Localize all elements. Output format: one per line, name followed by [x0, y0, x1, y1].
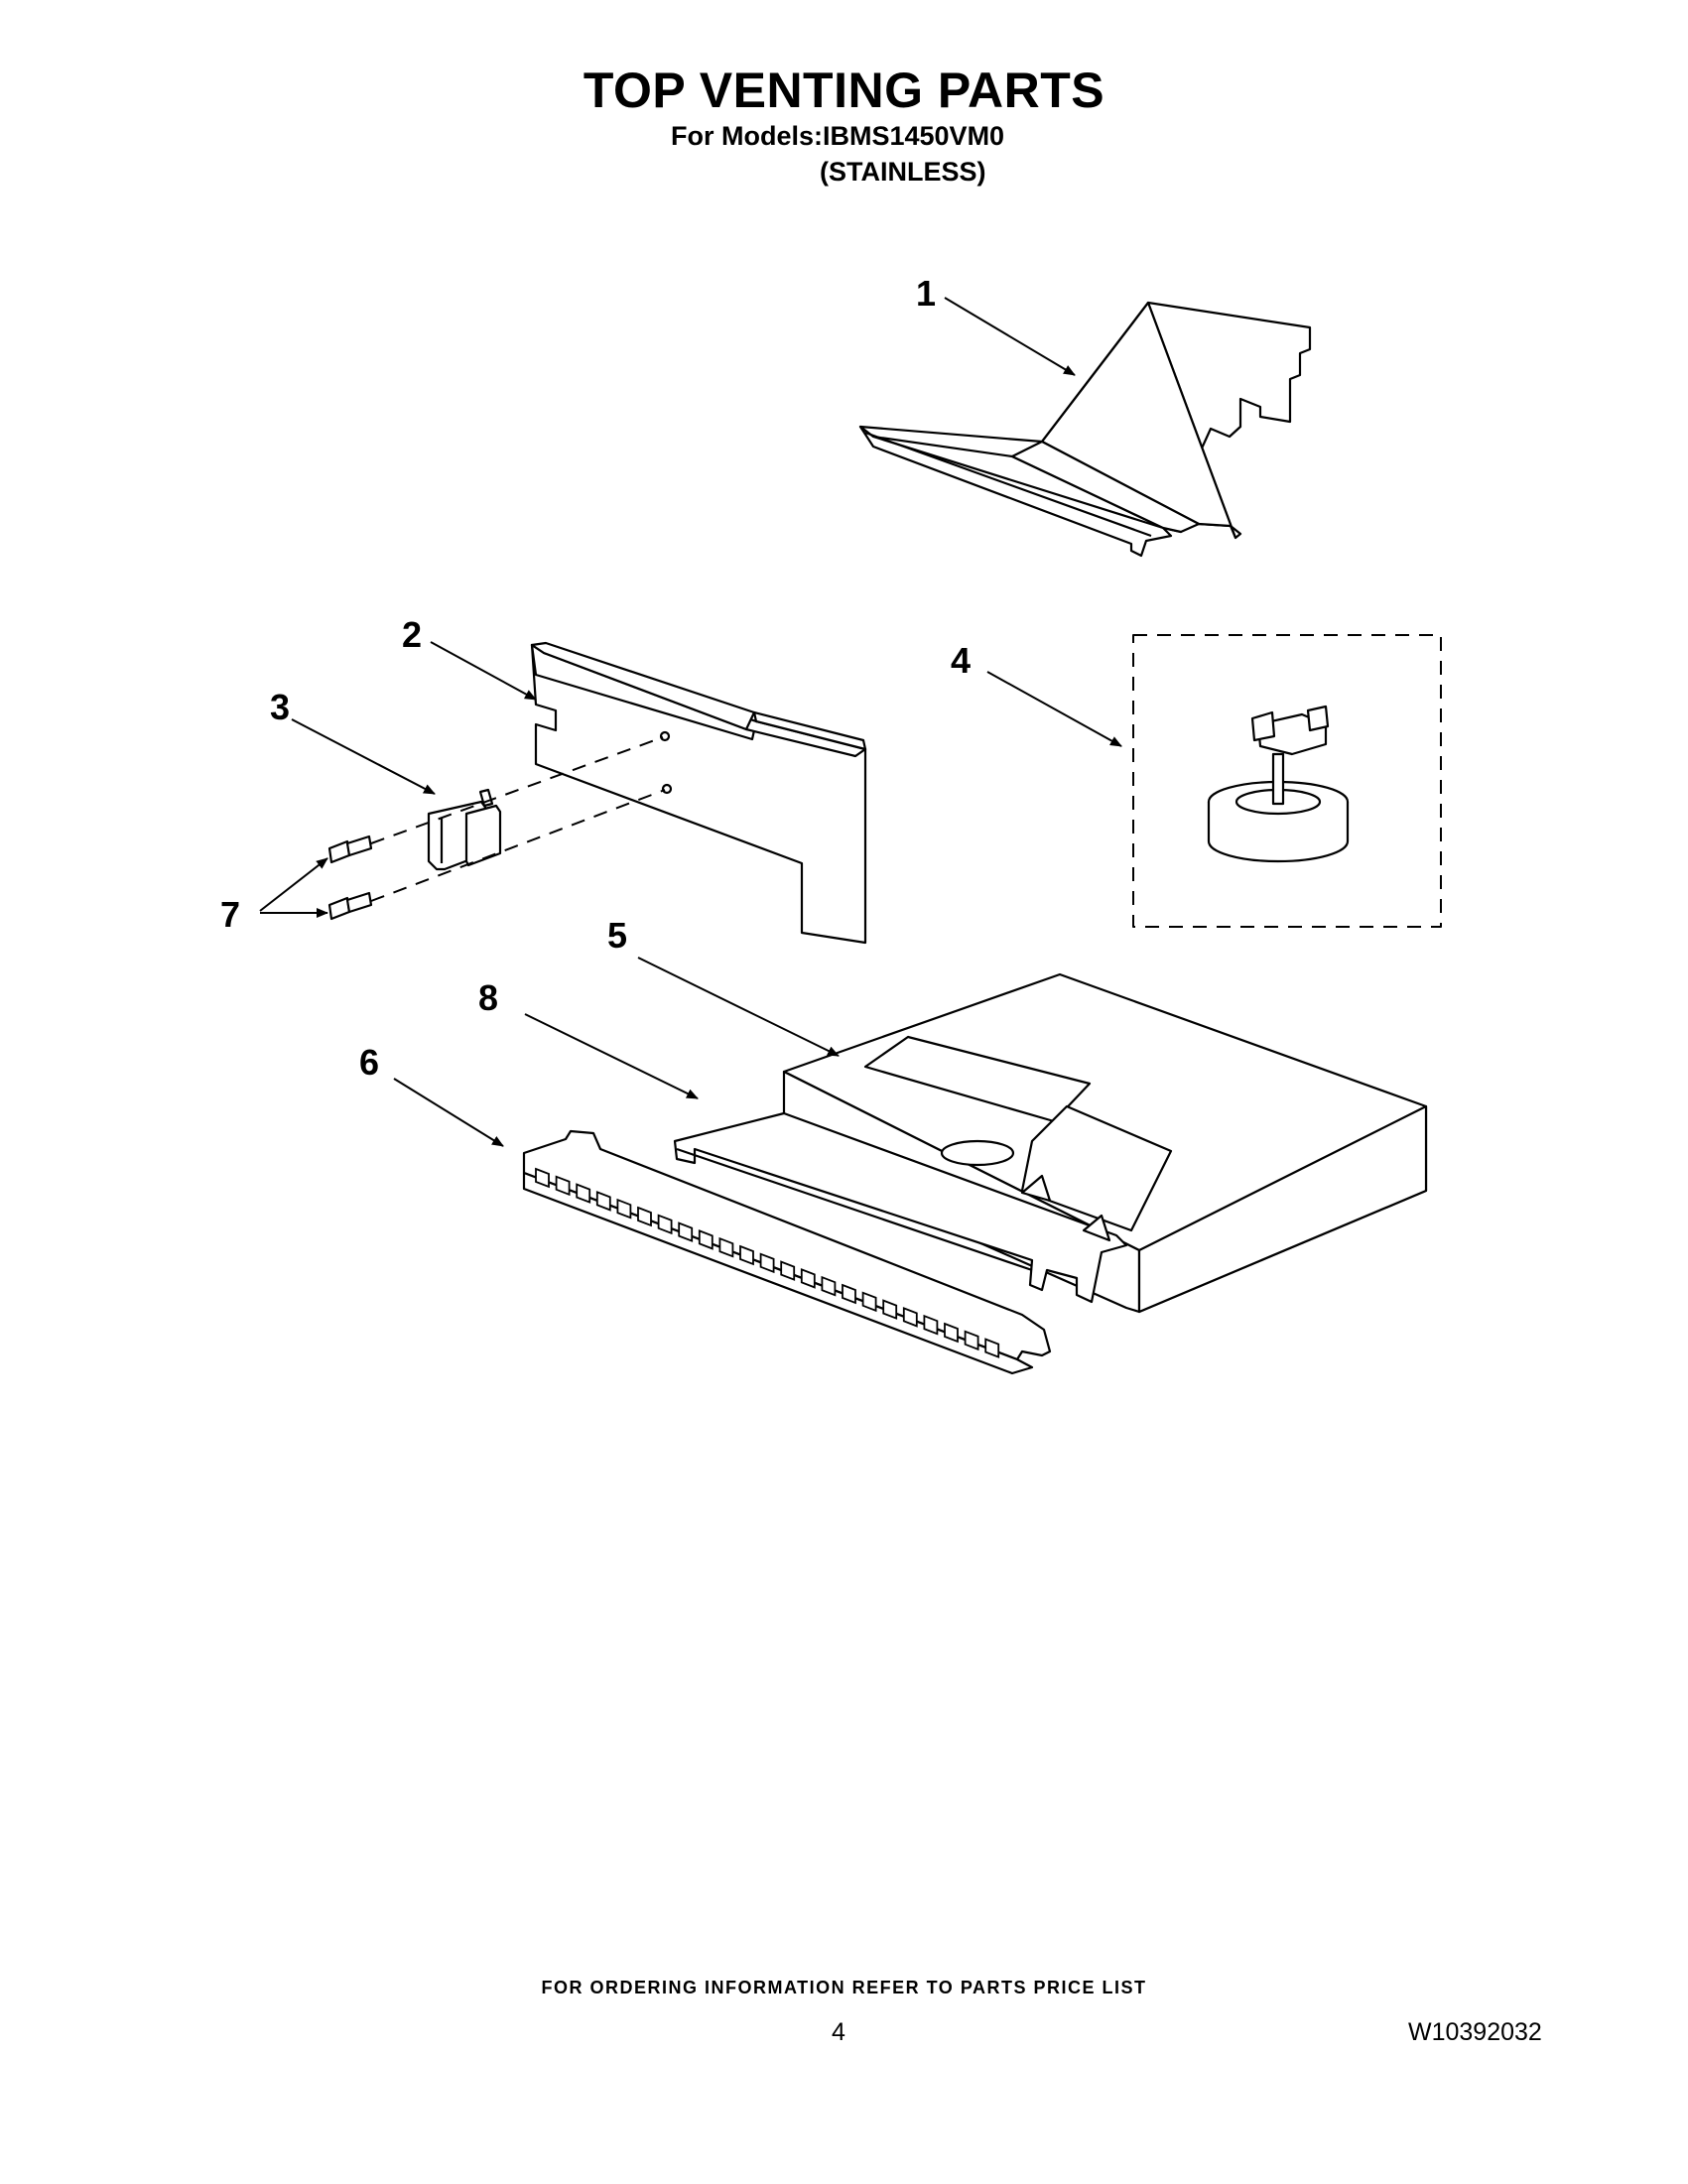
grille-slot: [800, 1268, 816, 1289]
document-number: W10392032: [1408, 2018, 1542, 2046]
grille-slot: [780, 1260, 796, 1281]
grille-slot: [923, 1314, 939, 1336]
grille-slot: [698, 1229, 714, 1250]
callout-2: 2: [402, 614, 422, 655]
grille-slot: [678, 1221, 694, 1242]
part-7-screws: [327, 835, 373, 921]
callout-3: 3: [270, 687, 290, 727]
grille-slot: [657, 1214, 673, 1235]
callout-4: 4: [951, 640, 971, 681]
callout-7: 7: [220, 894, 240, 935]
callout-6: 6: [359, 1042, 379, 1083]
grille-slot: [576, 1183, 591, 1204]
grille-slot: [944, 1322, 959, 1344]
page-title: TOP VENTING PARTS: [583, 63, 1105, 118]
page-number: 4: [832, 2018, 845, 2046]
callout-numbers: 1 2 3 4 5 6 7 8: [220, 273, 971, 1083]
part-3-switch: [427, 788, 502, 871]
grille-slot: [718, 1236, 734, 1258]
grille-slot: [964, 1330, 979, 1351]
grille-slot: [842, 1283, 856, 1305]
grille-slot: [861, 1291, 877, 1313]
finish-label: (STAINLESS): [820, 157, 986, 187]
grille-slot: [902, 1307, 918, 1328]
grille-slot: [555, 1175, 571, 1197]
grille-slot: [595, 1191, 611, 1212]
part-8-cover-plate: [673, 1111, 1128, 1304]
leader-arrows: [259, 297, 1122, 1147]
grille-slot: [739, 1244, 754, 1266]
grille-slot: [616, 1198, 632, 1220]
grille-slot: [882, 1299, 898, 1320]
part-2-panel: [530, 641, 867, 945]
callout-5: 5: [607, 915, 627, 956]
grille-slot: [535, 1167, 550, 1189]
models-line: For Models:IBMS1450VM0: [671, 121, 1005, 151]
part-6-grille-slots: [535, 1167, 1000, 1358]
grille-slot: [984, 1338, 1000, 1358]
alignment-lines: [370, 736, 666, 902]
callout-1: 1: [916, 273, 936, 314]
part-1-vent-deflector: [858, 301, 1312, 558]
grille-slot: [759, 1252, 775, 1274]
part-4-blower-assembly: [1132, 634, 1442, 928]
ordering-note: FOR ORDERING INFORMATION REFER TO PARTS …: [541, 1978, 1147, 1997]
grille-slot: [637, 1206, 652, 1227]
grille-slot: [821, 1275, 837, 1297]
callout-8: 8: [478, 977, 498, 1018]
